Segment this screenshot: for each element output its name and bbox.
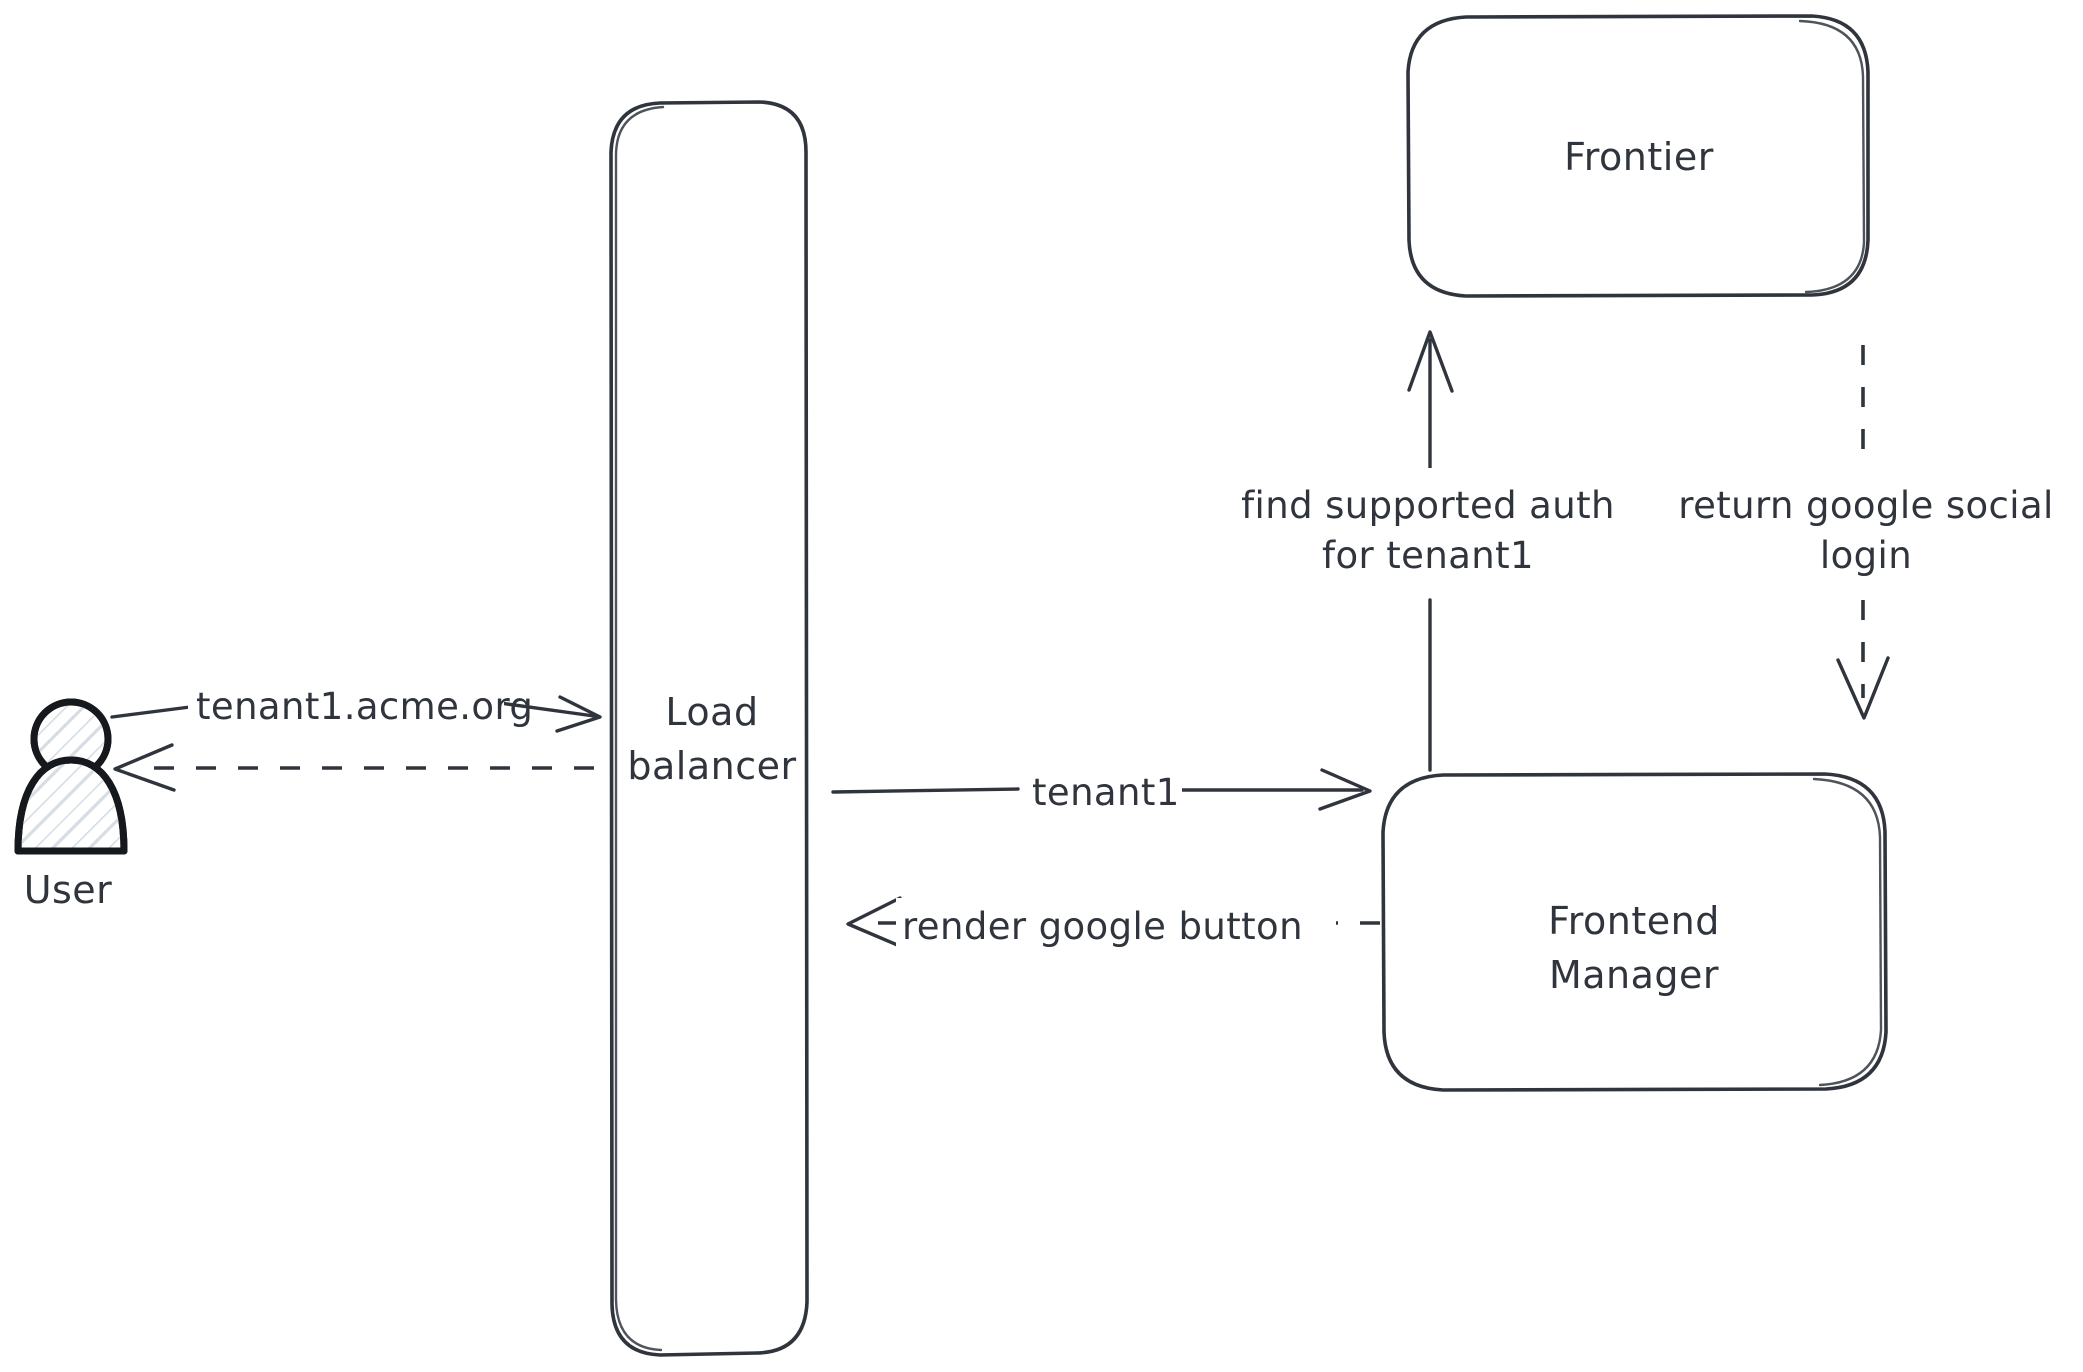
edge-user-to-loadbalancer <box>110 695 602 733</box>
edge-label-tenant1: tenant1 <box>1020 765 1182 815</box>
node-user-actor[interactable] <box>10 698 135 860</box>
edge-label-render-google-button: render google button <box>896 898 1336 950</box>
node-label-frontend-manager-line1: Frontend <box>1548 899 1720 943</box>
edge-label-return-google-social-login: return google social login <box>1660 468 2080 580</box>
node-label-user: User <box>24 868 113 912</box>
node-label-frontier: Frontier <box>1564 135 1714 179</box>
edge-label-find-supported-auth: find supported auth for tenant1 <box>1222 468 1634 580</box>
edge-label-text: tenant1.acme.org <box>196 685 533 728</box>
edge-loadbalancer-to-frontendmanager <box>831 768 1372 811</box>
node-frontend-manager[interactable] <box>1381 772 1888 1092</box>
edge-label-text: tenant1 <box>1032 771 1180 814</box>
edge-frontendmanager-to-loadbalancer <box>846 896 1380 949</box>
node-frontier[interactable] <box>1406 14 1870 298</box>
edge-label-text-line2: login <box>1820 534 1912 577</box>
node-label-load-balancer-line2: balancer <box>627 744 796 788</box>
edge-label-tenant1-acme-org: tenant1.acme.org <box>188 680 533 730</box>
edge-frontendmanager-to-frontier <box>1407 330 1454 772</box>
edge-loadbalancer-to-user <box>113 743 594 792</box>
edge-label-text-line2: for tenant1 <box>1322 534 1534 577</box>
edge-frontier-to-frontendmanager <box>1836 345 1890 720</box>
node-label-load-balancer-line1: Load <box>665 690 758 734</box>
edge-label-text: render google button <box>902 905 1303 948</box>
edge-label-text-line1: find supported auth <box>1241 484 1615 527</box>
edge-label-text-line1: return google social <box>1678 484 2053 527</box>
node-load-balancer[interactable] <box>609 100 809 1357</box>
node-label-frontend-manager-line2: Manager <box>1549 953 1719 997</box>
